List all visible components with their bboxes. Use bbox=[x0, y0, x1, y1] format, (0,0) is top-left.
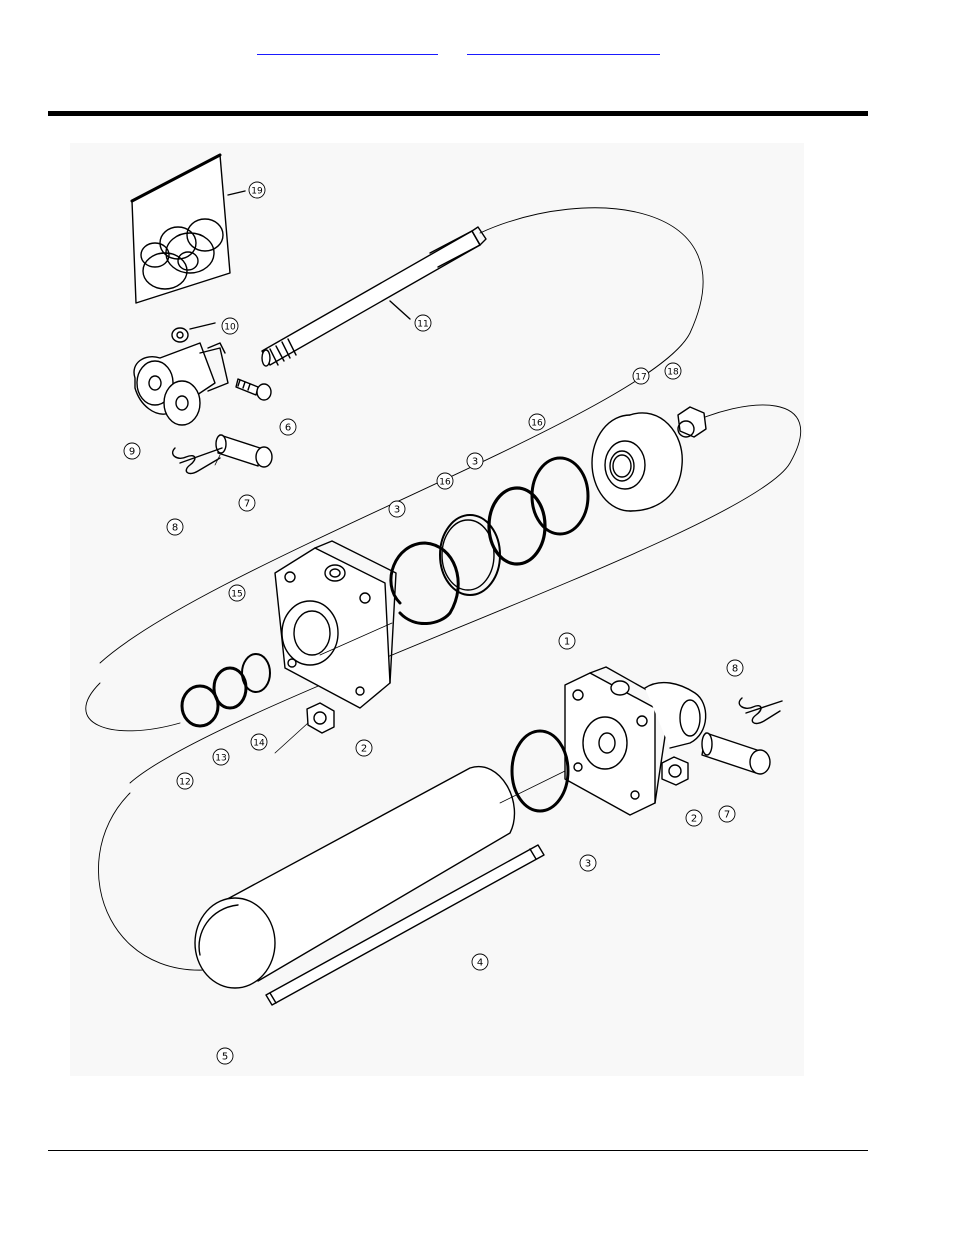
callout-3: 3 bbox=[388, 500, 406, 518]
callout-6: 6 bbox=[279, 418, 297, 436]
svg-text:11: 11 bbox=[417, 320, 428, 330]
callout-10: 10 bbox=[221, 317, 239, 335]
svg-text:8: 8 bbox=[732, 664, 738, 675]
hairpin-clip bbox=[171, 447, 223, 475]
tie-rod-nut bbox=[306, 702, 335, 734]
callout-17: 17 bbox=[632, 367, 650, 385]
callout-12: 12 bbox=[176, 772, 194, 790]
figure-background bbox=[70, 143, 804, 1076]
header-rule bbox=[48, 111, 868, 116]
svg-text:16: 16 bbox=[439, 478, 451, 488]
svg-text:17: 17 bbox=[635, 373, 646, 383]
section-nav-link[interactable] bbox=[467, 38, 660, 55]
callout-14: 14 bbox=[250, 733, 268, 751]
svg-text:1: 1 bbox=[564, 637, 570, 648]
piston-nut bbox=[677, 406, 707, 438]
callout-16: 16 bbox=[528, 413, 546, 431]
callout-2: 2 bbox=[355, 739, 373, 757]
callout-15: 15 bbox=[228, 584, 246, 602]
o-ring-lower bbox=[510, 729, 570, 813]
callout-7: 7 bbox=[718, 805, 736, 823]
hairpin-clip-right bbox=[738, 697, 783, 725]
svg-text:7: 7 bbox=[724, 810, 730, 821]
seal-kit-bag bbox=[130, 153, 246, 304]
svg-text:2: 2 bbox=[361, 744, 367, 755]
tie-rod bbox=[265, 844, 545, 1006]
svg-text:13: 13 bbox=[215, 754, 226, 764]
rod-gland bbox=[274, 540, 397, 709]
cylinder-barrel bbox=[194, 765, 516, 989]
piston bbox=[591, 412, 683, 512]
svg-text:14: 14 bbox=[253, 739, 265, 749]
svg-text:3: 3 bbox=[585, 859, 591, 870]
base-end-cap bbox=[564, 666, 707, 816]
svg-text:9: 9 bbox=[129, 447, 135, 458]
callout-2: 2 bbox=[685, 809, 703, 827]
piston-rod bbox=[261, 226, 487, 367]
svg-text:3: 3 bbox=[472, 457, 478, 468]
jam-nut bbox=[171, 327, 189, 343]
callout-3: 3 bbox=[579, 854, 597, 872]
callout-11: 11 bbox=[414, 314, 432, 332]
callout-18: 18 bbox=[664, 362, 682, 380]
svg-text:5: 5 bbox=[222, 1052, 228, 1063]
svg-text:7: 7 bbox=[244, 499, 250, 510]
svg-text:8: 8 bbox=[172, 523, 178, 534]
parts-nav-link[interactable] bbox=[257, 38, 438, 55]
svg-text:18: 18 bbox=[667, 368, 679, 378]
footer-rule bbox=[48, 1150, 868, 1151]
svg-text:4: 4 bbox=[477, 958, 483, 969]
clevis-bolt bbox=[235, 378, 272, 401]
callout-8: 8 bbox=[726, 659, 744, 677]
callout-1: 1 bbox=[558, 632, 576, 650]
svg-text:19: 19 bbox=[251, 187, 263, 197]
svg-text:2: 2 bbox=[691, 814, 697, 825]
base-pin bbox=[701, 732, 771, 775]
clevis-pin bbox=[215, 434, 273, 468]
callout-19: 19 bbox=[248, 181, 266, 199]
svg-text:15: 15 bbox=[231, 590, 242, 600]
callout-5: 5 bbox=[216, 1047, 234, 1065]
svg-text:10: 10 bbox=[224, 323, 236, 333]
svg-text:16: 16 bbox=[531, 419, 543, 429]
tie-rod-nut-lower bbox=[661, 756, 689, 786]
seal-rings bbox=[389, 456, 590, 625]
callout-7: 7 bbox=[238, 494, 256, 512]
callout-9: 9 bbox=[123, 442, 141, 460]
rod-clevis bbox=[133, 342, 229, 426]
callout-16: 16 bbox=[436, 472, 454, 490]
callout-4: 4 bbox=[471, 953, 489, 971]
callout-3: 3 bbox=[466, 452, 484, 470]
callout-8: 8 bbox=[166, 518, 184, 536]
svg-text:6: 6 bbox=[285, 423, 291, 434]
svg-text:3: 3 bbox=[394, 505, 400, 516]
svg-text:12: 12 bbox=[179, 778, 190, 788]
callout-13: 13 bbox=[212, 748, 230, 766]
wiper-and-seals bbox=[180, 653, 271, 728]
